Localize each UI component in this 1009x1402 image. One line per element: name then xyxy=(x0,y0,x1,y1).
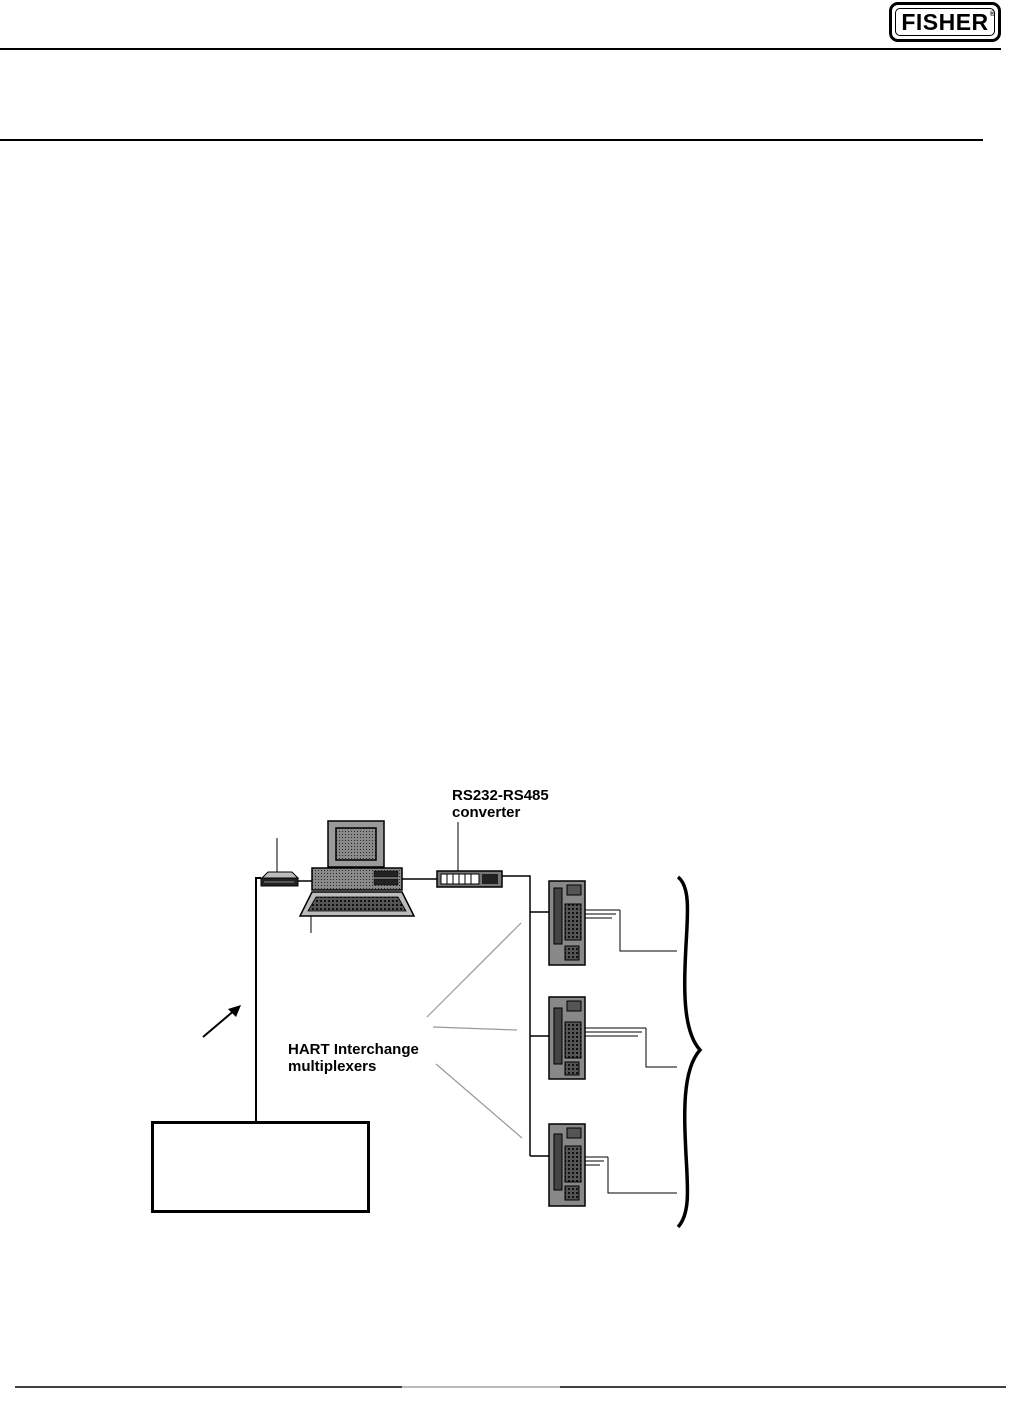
phone-line xyxy=(256,878,261,1121)
brace-icon xyxy=(678,877,700,1227)
multiplexer-icon xyxy=(549,1124,585,1206)
multiplexer-icon xyxy=(549,997,585,1079)
arrow-icon xyxy=(203,1005,241,1037)
multiplexer-icon xyxy=(549,881,585,965)
multiplexer-leader-lines xyxy=(427,923,522,1138)
computer-icon xyxy=(300,821,414,933)
multiplexer-2-field-wiring xyxy=(585,1028,677,1067)
multiplexer-label: HART Interchange multiplexers xyxy=(288,1041,419,1075)
multiplexer-label-line1: HART Interchange xyxy=(288,1041,419,1058)
host-system-box xyxy=(151,1121,370,1213)
rs485-bus xyxy=(502,876,549,1156)
converter-label: RS232-RS485 converter xyxy=(452,787,549,821)
converter-label-line1: RS232-RS485 xyxy=(452,787,549,804)
converter-icon xyxy=(437,822,502,887)
converter-label-line2: converter xyxy=(452,804,549,821)
multiplexer-1-field-wiring xyxy=(585,910,677,951)
modem-icon xyxy=(261,838,298,886)
multiplexer-label-line2: multiplexers xyxy=(288,1058,419,1075)
multiplexer-3-field-wiring xyxy=(585,1157,677,1193)
